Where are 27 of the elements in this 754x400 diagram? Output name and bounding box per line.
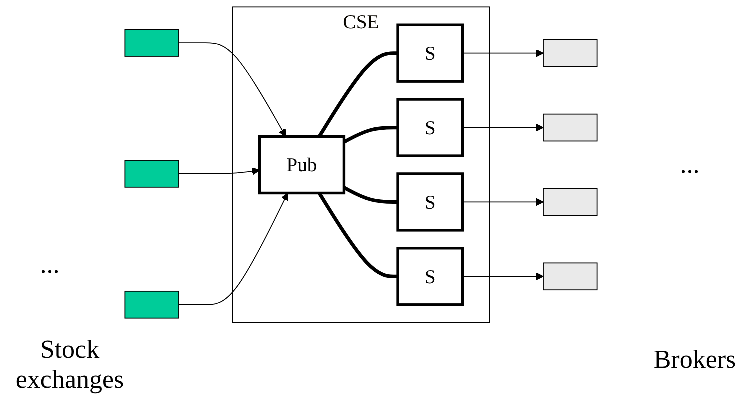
arrow bbox=[462, 198, 544, 206]
arrow bbox=[178, 192, 288, 306]
connector bbox=[318, 52, 398, 138]
ellipsis-text: ... bbox=[39, 250, 61, 280]
node-box bbox=[543, 114, 598, 142]
group-label: Brokers bbox=[652, 345, 738, 375]
connector bbox=[343, 126, 398, 144]
node-box bbox=[124, 160, 180, 188]
node-box: S bbox=[396, 24, 464, 83]
node-box bbox=[543, 188, 598, 216]
node-box bbox=[543, 39, 598, 68]
node-box bbox=[124, 29, 180, 57]
node-box: S bbox=[396, 247, 464, 306]
node-box bbox=[543, 262, 598, 291]
arrow bbox=[178, 42, 286, 138]
arrow bbox=[178, 167, 260, 176]
arrow bbox=[462, 272, 544, 281]
group-label: Stock exchanges bbox=[14, 335, 126, 395]
connector bbox=[343, 186, 398, 204]
node-box: Pub bbox=[258, 135, 346, 195]
arrow bbox=[462, 49, 544, 58]
node-box: S bbox=[396, 98, 464, 158]
node-box: S bbox=[396, 172, 464, 232]
arrow bbox=[462, 124, 544, 132]
node-box bbox=[124, 291, 180, 319]
connector bbox=[318, 192, 398, 278]
ellipsis-text: ... bbox=[679, 150, 701, 180]
